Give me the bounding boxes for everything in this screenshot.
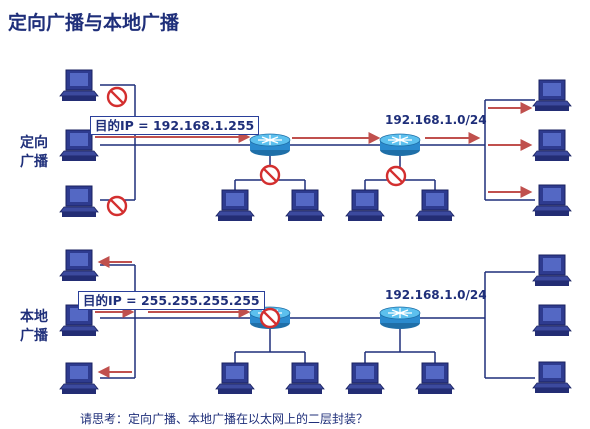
footer-question: 请思考：定向广播、本地广播在以太网上的二层封装？ xyxy=(80,412,369,426)
side-label-line: 广播 xyxy=(20,154,48,170)
computer-icon xyxy=(532,79,572,112)
router-icon xyxy=(379,306,421,330)
side-label-bottom: 本地 广播 xyxy=(14,308,54,346)
blocked-icon xyxy=(259,164,281,186)
subnet-label: 192.168.1.0/24 xyxy=(385,113,487,127)
blocked-icon xyxy=(106,195,128,217)
computer-icon xyxy=(285,362,325,395)
computer-icon xyxy=(59,69,99,102)
computer-icon xyxy=(345,189,385,222)
computer-icon xyxy=(215,189,255,222)
side-label-line: 定向 xyxy=(20,135,48,151)
router-icon xyxy=(379,133,421,157)
blocked-icon xyxy=(259,307,281,329)
subnet-label: 192.168.1.0/24 xyxy=(385,288,487,302)
side-label-top: 定向 广播 xyxy=(14,134,54,172)
computer-icon xyxy=(532,361,572,394)
dest-ip-label: 目的IP = 192.168.1.255 xyxy=(90,116,260,135)
computer-icon xyxy=(285,189,325,222)
router-icon xyxy=(249,133,291,157)
dest-ip-label: 目的IP = 255.255.255.255 xyxy=(78,291,265,310)
computer-icon xyxy=(345,362,385,395)
blocked-icon xyxy=(385,165,407,187)
computer-icon xyxy=(532,129,572,162)
page-title: 定向广播与本地广播 xyxy=(8,12,180,34)
computer-icon xyxy=(415,189,455,222)
computer-icon xyxy=(532,254,572,287)
computer-icon xyxy=(59,362,99,395)
bottom-section xyxy=(59,249,572,395)
side-label-line: 广播 xyxy=(20,328,48,344)
computer-icon xyxy=(59,249,99,282)
computer-icon xyxy=(532,304,572,337)
blocked-icon xyxy=(106,86,128,108)
computer-icon xyxy=(59,185,99,218)
side-label-line: 本地 xyxy=(20,309,48,325)
top-section xyxy=(59,69,572,222)
computer-icon xyxy=(532,184,572,217)
computer-icon xyxy=(215,362,255,395)
computer-icon xyxy=(415,362,455,395)
